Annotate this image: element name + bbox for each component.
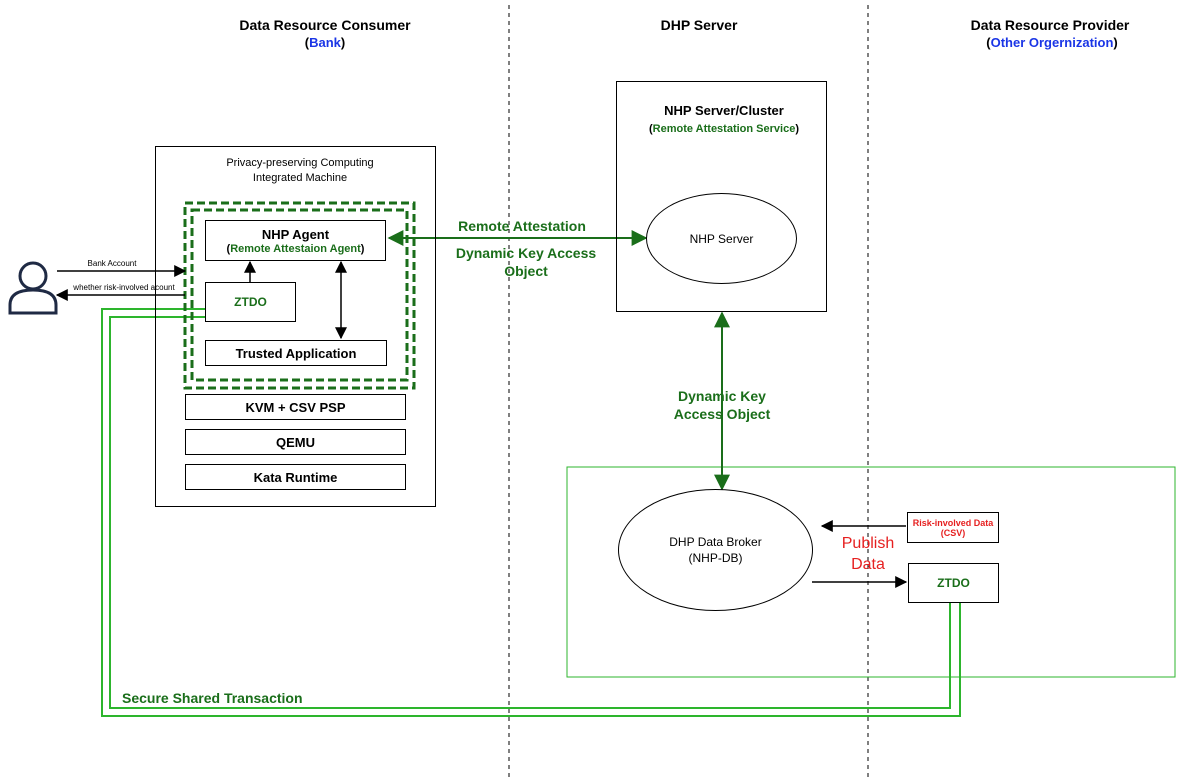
dhp-data-broker-ellipse: DHP Data Broker (NHP-DB) bbox=[618, 489, 813, 611]
provider-subtitle: (Other Orgernization) bbox=[986, 35, 1118, 51]
broker-label-line1: DHP Data Broker bbox=[669, 535, 762, 549]
machine-title-line1: Privacy-preserving Computing bbox=[226, 157, 374, 169]
provider-ztdo-box: ZTDO bbox=[908, 563, 999, 603]
nhp-agent-title: NHP Agent bbox=[261, 226, 330, 242]
nhp-server-ellipse: NHP Server bbox=[646, 193, 797, 284]
nhp-server-cluster-box bbox=[616, 81, 827, 312]
consumer-subtitle: (Bank) bbox=[304, 35, 346, 51]
risk-data-line1: Risk-involved Data bbox=[912, 517, 994, 528]
broker-label-line2: (NHP-DB) bbox=[688, 551, 743, 565]
nhp-server-label: NHP Server bbox=[689, 231, 754, 246]
enclave-inner-dashed bbox=[190, 208, 409, 382]
consumer-ztdo-box: ZTDO bbox=[205, 282, 296, 322]
nhp-agent-box: NHP Agent (Remote Attestaion Agent) bbox=[205, 220, 386, 261]
nhp-agent-sub-text: Remote Attestaion Agent bbox=[230, 242, 361, 255]
provider-subtitle-text: Other Orgernization bbox=[990, 35, 1114, 50]
consumer-subtitle-close: ) bbox=[340, 35, 346, 50]
remote-attestation-label: Remote Attestation bbox=[458, 218, 586, 234]
nhp-agent-sub-open: ( bbox=[226, 242, 231, 255]
machine-title-line2: Integrated Machine bbox=[252, 172, 348, 184]
provider-subtitle-open: ( bbox=[986, 35, 991, 50]
publish-data-line1: Publish bbox=[841, 535, 895, 552]
user-icon bbox=[8, 261, 58, 315]
provider-subtitle-close: ) bbox=[1113, 35, 1118, 50]
risk-account-label: whether risk-involved acount bbox=[73, 283, 175, 292]
consumer-machine-box bbox=[155, 146, 436, 507]
server-cluster-title: NHP Server/Cluster bbox=[664, 103, 784, 118]
publish-data-line2: Data bbox=[851, 556, 885, 573]
secure-shared-transaction-label: Secure Shared Transaction bbox=[122, 690, 303, 706]
layer-kata-runtime: Kata Runtime bbox=[185, 464, 406, 490]
layer-qemu: QEMU bbox=[185, 429, 406, 455]
provider-area-box bbox=[566, 466, 1176, 678]
server-title: DHP Server bbox=[660, 17, 738, 33]
server-sub-open: ( bbox=[649, 123, 653, 135]
bank-account-label: Bank Account bbox=[87, 259, 137, 268]
nhp-agent-sub-close: ) bbox=[360, 242, 365, 255]
risk-data-line2: (CSV) bbox=[940, 527, 966, 538]
consumer-subtitle-text: Bank bbox=[309, 35, 341, 50]
dynamic-key-label-line1: Dynamic Key Access bbox=[455, 245, 597, 261]
server-sub-close: ) bbox=[795, 123, 799, 135]
dynamic-key-vertical-line1: Dynamic Key bbox=[678, 388, 766, 404]
server-sub-text: Remote Attestation Service bbox=[652, 123, 796, 135]
consumer-subtitle-open: ( bbox=[304, 35, 310, 50]
dynamic-key-vertical-line2: Access Object bbox=[673, 406, 771, 422]
dynamic-key-label-line2: Object bbox=[504, 263, 548, 279]
provider-title: Data Resource Provider bbox=[970, 17, 1130, 33]
secure-transaction-path-inner bbox=[109, 316, 951, 709]
layer-kvm-csv-psp: KVM + CSV PSP bbox=[185, 394, 406, 420]
consumer-title: Data Resource Consumer bbox=[239, 17, 411, 33]
trusted-application-box: Trusted Application bbox=[205, 340, 387, 366]
risk-involved-data-box: Risk-involved Data (CSV) bbox=[907, 512, 999, 543]
nhp-agent-subtitle: (Remote Attestaion Agent) bbox=[227, 243, 365, 255]
server-cluster-subtitle: (Remote Attestation Service) bbox=[649, 123, 799, 136]
secure-transaction-path-outer bbox=[101, 308, 961, 717]
